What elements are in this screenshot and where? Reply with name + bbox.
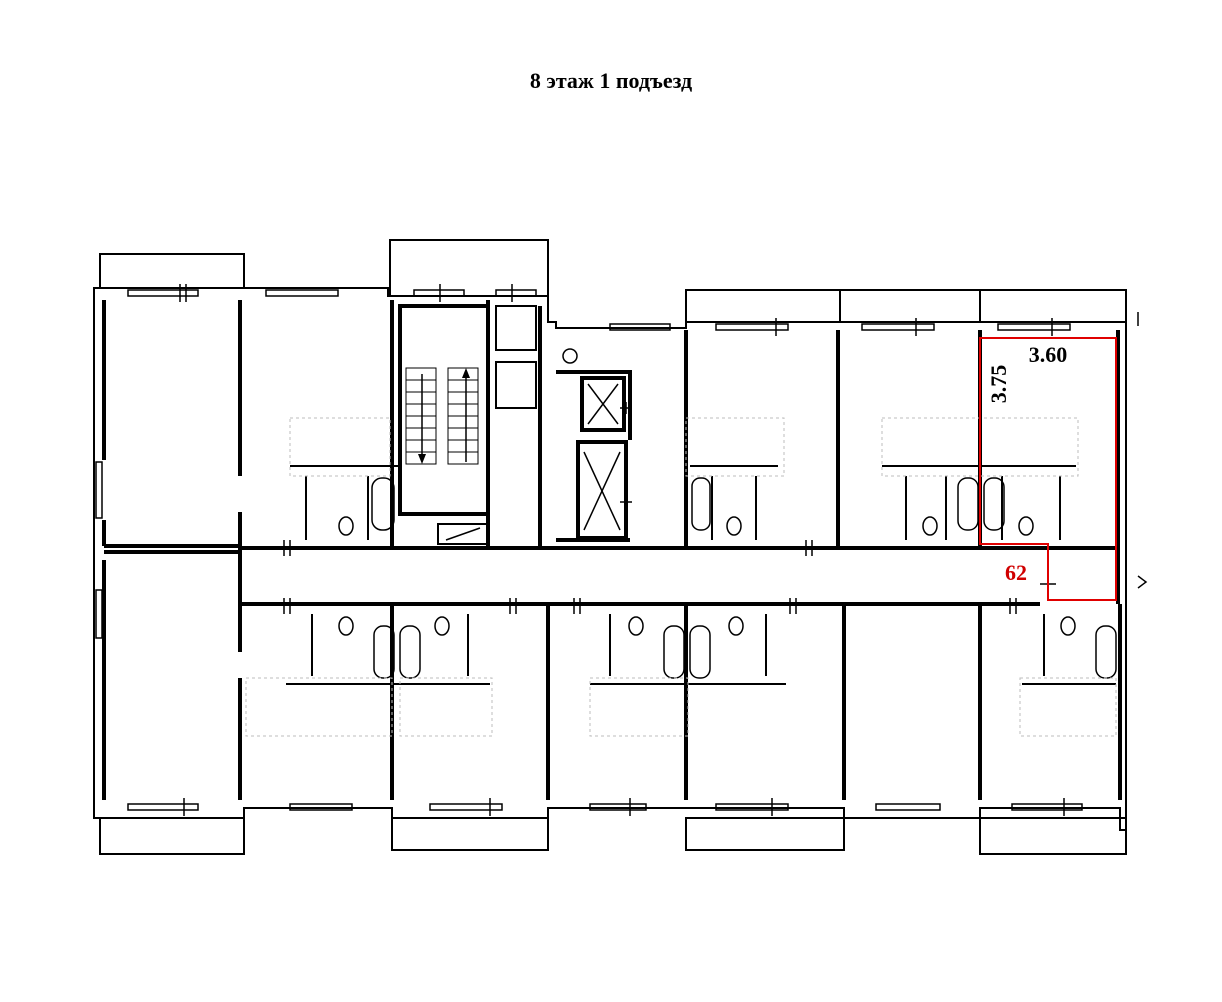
- balcony: [391, 817, 549, 851]
- room-wall: [390, 604, 982, 800]
- toilet-icon: [1018, 516, 1034, 536]
- window-icon: [715, 318, 789, 336]
- elevator-shaft-icon: [580, 376, 626, 432]
- bathroom-wall: [980, 465, 1076, 540]
- window-icon: [997, 318, 1071, 336]
- toilet-icon: [728, 616, 744, 636]
- window-icon: [95, 589, 103, 639]
- bathtub-icon: [663, 625, 685, 679]
- bathroom-wall: [286, 614, 490, 685]
- bathroom-wall: [882, 465, 980, 540]
- vent-shaft: [495, 361, 537, 409]
- window-icon: [413, 284, 465, 302]
- toilet-icon: [338, 516, 354, 536]
- window-icon: [265, 289, 339, 297]
- bathroom-wall: [690, 465, 778, 540]
- bathtub-icon: [689, 625, 711, 679]
- bathroom-wall: [1022, 614, 1116, 685]
- vent-shaft: [495, 305, 537, 351]
- bathtub-icon: [371, 477, 395, 531]
- toilet-icon: [434, 616, 450, 636]
- room-width-dimension: 3.60: [1029, 342, 1068, 367]
- window-icon: [589, 798, 647, 816]
- bathtub-icon: [399, 625, 421, 679]
- bathroom-wall: [290, 465, 400, 540]
- separator-wall: [104, 544, 240, 554]
- bathtub-icon: [691, 477, 711, 531]
- outer-wall: [93, 287, 1127, 831]
- window-icon: [127, 798, 199, 816]
- window-icon: [127, 284, 199, 302]
- window-icon: [609, 323, 671, 331]
- door-marks: [283, 402, 1056, 614]
- stair-arrow-down-icon: [418, 374, 426, 464]
- room-wall: [556, 370, 632, 542]
- garbage-chute-icon: [562, 348, 578, 364]
- bathtub-icon: [957, 477, 979, 531]
- window-icon: [875, 803, 941, 811]
- balcony: [979, 817, 1127, 855]
- stair-arrow-up-icon: [462, 368, 470, 462]
- stair-landing: [437, 523, 489, 545]
- bathtub-icon: [983, 477, 1005, 531]
- room-wall: [684, 330, 982, 548]
- toilet-icon: [338, 616, 354, 636]
- balcony: [979, 289, 1127, 323]
- window-icon: [1011, 798, 1083, 816]
- toilet-icon: [922, 516, 938, 536]
- toilet-icon: [726, 516, 742, 536]
- window-icon: [715, 798, 789, 816]
- break-mark: [1137, 312, 1148, 589]
- elevator-cross: [583, 383, 621, 531]
- room-number-label: 62: [1005, 560, 1027, 585]
- room-length-dimension: 3.75: [986, 365, 1011, 404]
- window-icon: [495, 284, 537, 302]
- stair-treads: [405, 367, 479, 465]
- balcony: [685, 817, 845, 851]
- balcony: [99, 817, 245, 855]
- window-icon: [429, 798, 503, 816]
- stair-well: [398, 304, 490, 516]
- balcony: [839, 289, 981, 323]
- balcony: [389, 239, 549, 297]
- plan-title: 8 этаж 1 подъезд: [529, 68, 693, 93]
- window-icon: [289, 803, 353, 811]
- window-icon: [95, 461, 103, 519]
- toilet-icon: [1060, 616, 1076, 636]
- balcony: [685, 289, 841, 323]
- highlighted-room-outline: [979, 337, 1117, 601]
- balcony: [99, 253, 245, 289]
- bathtub-icon: [1095, 625, 1117, 679]
- window-icon: [861, 318, 935, 336]
- room-wall: [390, 300, 490, 548]
- toilet-icon: [628, 616, 644, 636]
